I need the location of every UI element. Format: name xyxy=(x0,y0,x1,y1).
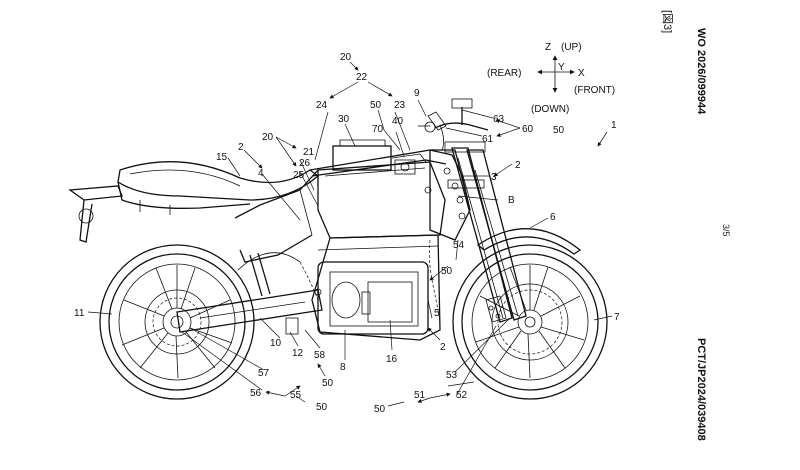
ref-4: 4 xyxy=(258,168,264,179)
axis-up-label: (UP) xyxy=(561,42,582,53)
ref-55: 55 xyxy=(290,390,302,401)
ref-11: 11 xyxy=(74,308,85,319)
ref-20: 20 xyxy=(340,52,352,63)
ref-61: 61 xyxy=(482,134,494,145)
ref-70: 70 xyxy=(372,124,384,135)
axis-z-label: Z xyxy=(545,42,551,53)
ref-50: 50 xyxy=(553,125,565,136)
front-fork xyxy=(444,141,527,323)
front-wheel xyxy=(452,244,608,400)
ref-23: 23 xyxy=(394,100,406,111)
rear-wheel xyxy=(99,244,255,400)
body-frame xyxy=(234,149,471,341)
ref-16: 16 xyxy=(386,354,398,365)
ref-1: 1 xyxy=(611,120,617,131)
ref-60: 60 xyxy=(522,124,534,135)
reference-numerals: 20 22 24 23 50 70 40 9 30 63 61 60 50 1 … xyxy=(74,52,620,415)
ref-58: 58 xyxy=(314,350,326,361)
ref-30: 30 xyxy=(338,114,350,125)
ref-B: B xyxy=(508,195,515,206)
ref-56: 56 xyxy=(250,388,262,399)
ref-7: 7 xyxy=(614,312,620,323)
seat xyxy=(117,161,320,215)
ref-40: 40 xyxy=(392,116,404,127)
swingarm xyxy=(176,252,323,335)
axes-legend: Z (UP) Y (REAR) X (FRONT) (DOWN) xyxy=(487,42,615,115)
ref-2: 2 xyxy=(515,160,521,171)
ref-5: 5 xyxy=(434,308,440,319)
axis-front-label: (FRONT) xyxy=(574,85,615,96)
axis-x-label: X xyxy=(578,68,585,79)
ref-50: 50 xyxy=(316,402,328,413)
ref-6: 6 xyxy=(550,212,556,223)
ref-10: 10 xyxy=(270,338,282,349)
ref-21: 21 xyxy=(303,147,315,158)
ref-50: 50 xyxy=(322,378,334,389)
axis-y-label: Y xyxy=(558,62,565,73)
ref-25: 25 xyxy=(293,170,305,181)
ref-8: 8 xyxy=(340,362,346,373)
ref-50: 50 xyxy=(374,404,386,415)
ref-50: 50 xyxy=(370,100,382,111)
ref-9: 9 xyxy=(414,88,420,99)
ref-26: 26 xyxy=(299,158,311,169)
ref-15: 15 xyxy=(216,152,228,163)
ref-12: 12 xyxy=(292,348,304,359)
rear-fender xyxy=(68,185,123,243)
axis-down-label: (DOWN) xyxy=(531,104,569,115)
ref-20: 20 xyxy=(262,132,274,143)
ref-22: 22 xyxy=(356,72,368,83)
ref-57: 57 xyxy=(258,368,270,379)
ref-52: 52 xyxy=(456,390,468,401)
ref-53: 53 xyxy=(446,370,458,381)
axis-rear-label: (REAR) xyxy=(487,68,521,79)
ref-50: 50 xyxy=(441,266,453,277)
ref-2: 2 xyxy=(440,342,446,353)
ref-51: 51 xyxy=(414,390,426,401)
electrical-unit xyxy=(332,139,427,175)
ref-2: 2 xyxy=(238,142,244,153)
ref-63: 63 xyxy=(493,114,505,125)
leader-lines xyxy=(87,61,613,407)
ref-3: 3 xyxy=(491,172,497,183)
ref-24: 24 xyxy=(316,100,328,111)
ref-54: 54 xyxy=(453,240,465,251)
